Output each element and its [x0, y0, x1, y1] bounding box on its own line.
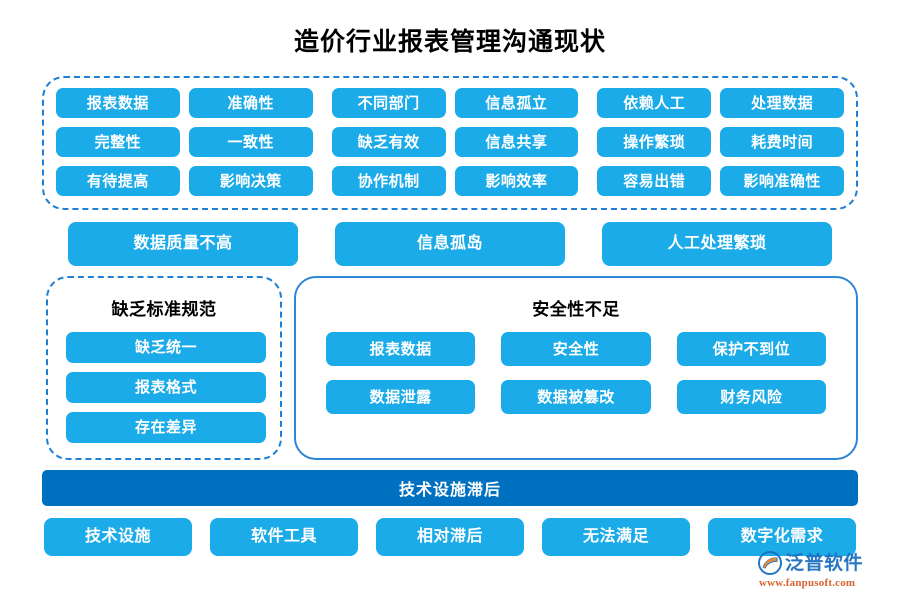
- tech-banner[interactable]: 技术设施滞后: [42, 470, 858, 506]
- standards-group-title: 缺乏标准规范: [111, 300, 217, 319]
- summary-row: 数据质量不高 信息孤岛 人工处理繁琐: [68, 222, 832, 266]
- top-issues-grid: 报表数据 准确性 不同部门 信息孤立 依赖人工 处理数据 完整性 一致性 缺乏有…: [56, 88, 844, 198]
- tech-chip[interactable]: 软件工具: [210, 518, 358, 556]
- top-chip[interactable]: 耗费时间: [720, 127, 844, 157]
- fanpu-logo-icon: [758, 551, 782, 575]
- top-chip[interactable]: 信息共享: [454, 127, 579, 157]
- top-chip[interactable]: 协作机制: [331, 166, 446, 196]
- summary-chip-manual-process[interactable]: 人工处理繁琐: [602, 222, 832, 266]
- top-chip[interactable]: 信息孤立: [454, 88, 579, 118]
- standards-chip[interactable]: 报表格式: [66, 372, 266, 403]
- brand-top-row: 泛普软件: [758, 550, 863, 576]
- security-chip[interactable]: 报表数据: [326, 332, 476, 366]
- tech-chip[interactable]: 技术设施: [44, 518, 192, 556]
- brand-watermark: 泛普软件 www.fanpusoft.com: [758, 550, 892, 594]
- security-group-title: 安全性不足: [532, 300, 620, 319]
- page-title: 造价行业报表管理沟通现状: [293, 28, 606, 56]
- security-chip[interactable]: 数据泄露: [326, 380, 476, 414]
- brand-url: www.fanpusoft.com: [759, 577, 856, 589]
- top-chip[interactable]: 影响准确性: [720, 166, 844, 196]
- top-issues-group: 报表数据 准确性 不同部门 信息孤立 依赖人工 处理数据 完整性 一致性 缺乏有…: [42, 76, 858, 210]
- security-chip[interactable]: 数据被篡改: [501, 380, 651, 414]
- summary-chip-information-island[interactable]: 信息孤岛: [335, 222, 565, 266]
- security-chip[interactable]: 保护不到位: [676, 332, 826, 366]
- top-chip[interactable]: 依赖人工: [597, 88, 712, 118]
- standards-chip[interactable]: 存在差异: [66, 412, 266, 443]
- security-chip[interactable]: 安全性: [501, 332, 651, 366]
- top-chip[interactable]: 有待提高: [56, 166, 180, 196]
- top-chip[interactable]: 处理数据: [720, 88, 844, 118]
- top-chip[interactable]: 影响效率: [454, 166, 579, 196]
- top-chip[interactable]: 不同部门: [331, 88, 446, 118]
- standards-list: 缺乏统一 报表格式 存在差异: [66, 332, 266, 443]
- tech-chip[interactable]: 无法满足: [542, 518, 690, 556]
- brand-name: 泛普软件: [785, 552, 864, 574]
- top-chip[interactable]: 影响决策: [188, 166, 313, 196]
- standards-chip[interactable]: 缺乏统一: [66, 332, 266, 363]
- top-chip[interactable]: 一致性: [188, 127, 313, 157]
- tech-chip[interactable]: 相对滞后: [376, 518, 524, 556]
- top-chip[interactable]: 缺乏有效: [331, 127, 446, 157]
- top-chip[interactable]: 报表数据: [56, 88, 180, 118]
- security-group: 安全性不足 报表数据 安全性 保护不到位 数据泄露 数据被篡改 财务风险: [294, 276, 858, 460]
- standards-group: 缺乏标准规范 缺乏统一 报表格式 存在差异: [46, 276, 282, 460]
- top-chip[interactable]: 操作繁琐: [597, 127, 712, 157]
- security-grid: 报表数据 安全性 保护不到位 数据泄露 数据被篡改 财务风险: [326, 332, 826, 414]
- security-chip[interactable]: 财务风险: [676, 380, 826, 414]
- summary-chip-data-quality[interactable]: 数据质量不高: [68, 222, 298, 266]
- tech-row: 技术设施 软件工具 相对滞后 无法满足 数字化需求: [44, 518, 856, 556]
- top-chip[interactable]: 准确性: [188, 88, 313, 118]
- tech-chip[interactable]: 数字化需求: [708, 518, 856, 556]
- top-chip[interactable]: 容易出错: [597, 166, 712, 196]
- top-chip[interactable]: 完整性: [56, 127, 180, 157]
